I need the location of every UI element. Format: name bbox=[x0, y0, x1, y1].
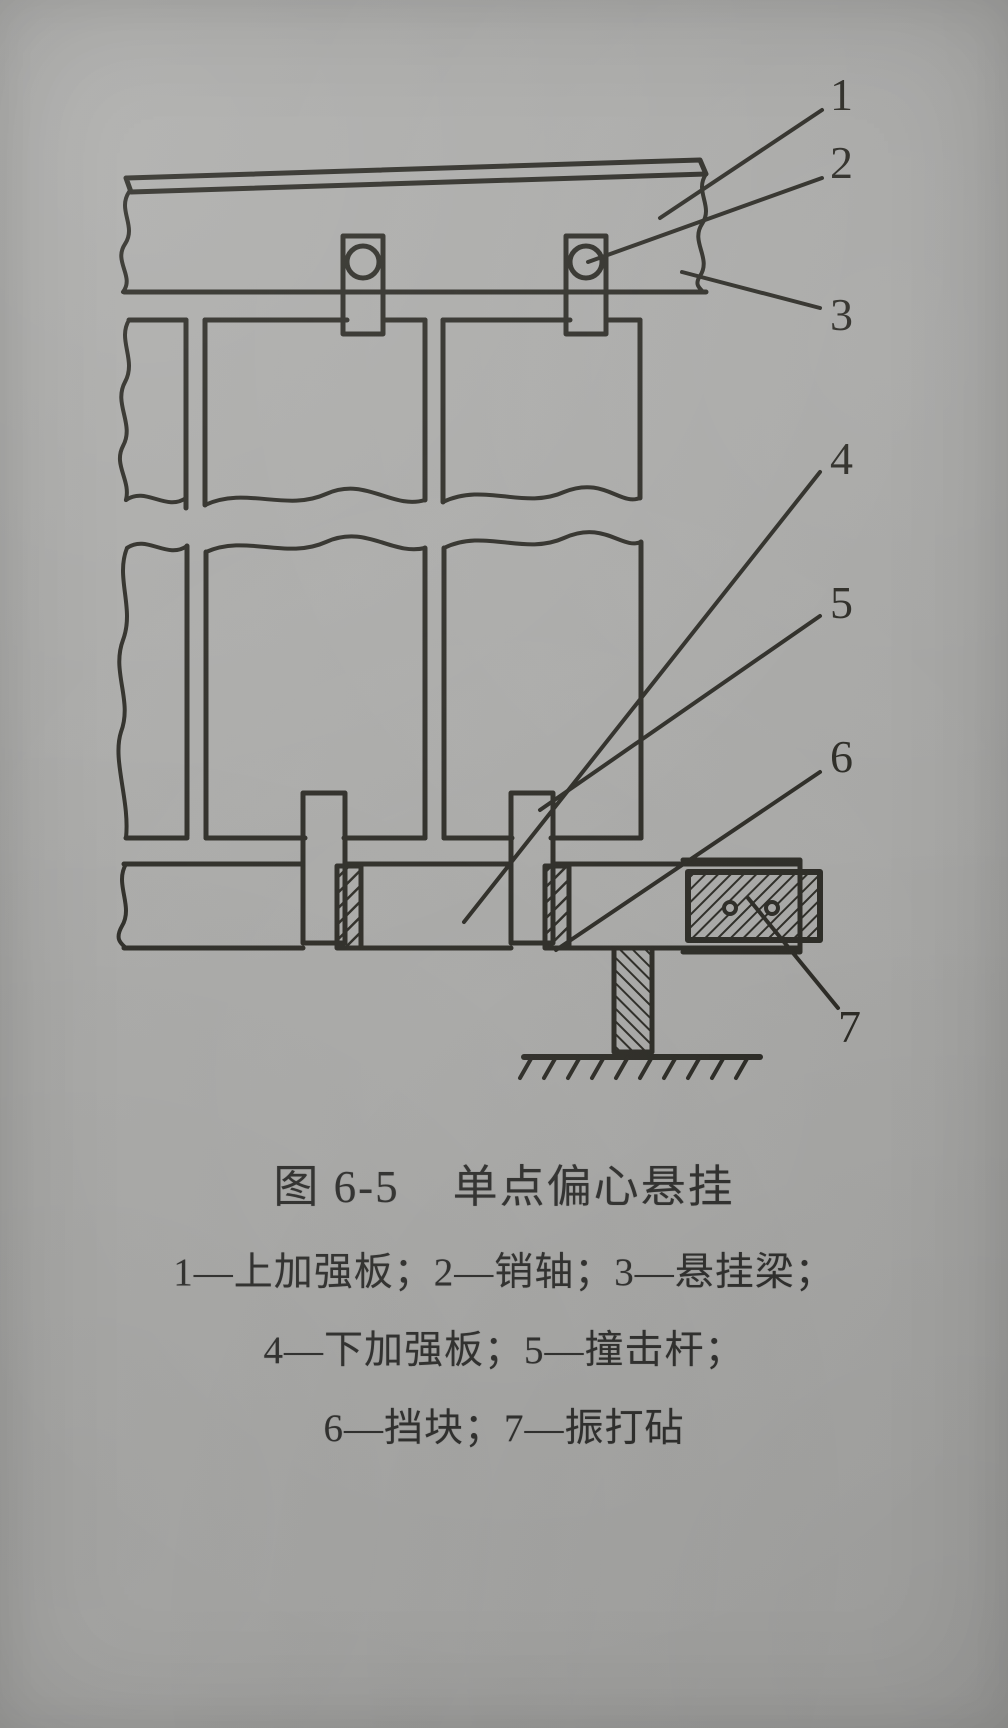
legend-line-2: 4—下加强板；5—撞击杆； bbox=[263, 1329, 745, 1372]
legend-line-1: 1—上加强板；2—销轴；3—悬挂梁； bbox=[173, 1251, 835, 1294]
legend-line-3: 6—挡块；7—振打砧 bbox=[323, 1407, 685, 1450]
leader-line-1 bbox=[658, 108, 824, 220]
callout-number-2: 2 bbox=[830, 137, 853, 188]
support-column bbox=[611, 945, 655, 1055]
callout-number-6: 6 bbox=[830, 731, 853, 782]
ground-line bbox=[518, 1054, 763, 1080]
leader-line-6 bbox=[554, 770, 822, 952]
leader-line-2 bbox=[586, 176, 824, 264]
lower-stiffener-plate-right bbox=[542, 863, 572, 951]
callout-number-4: 4 bbox=[830, 433, 853, 484]
leader-line-7 bbox=[746, 896, 840, 1010]
callout-number-3: 3 bbox=[830, 289, 853, 340]
rapping-anvil bbox=[685, 869, 823, 943]
upper-stiffener-plate bbox=[123, 157, 709, 195]
electrode-panel-lower-mid bbox=[203, 534, 428, 841]
electrode-panel-upper-right bbox=[440, 317, 643, 505]
callout-number-1: 1 bbox=[830, 69, 853, 120]
electrode-panel-upper-mid bbox=[202, 317, 428, 508]
pin-shaft-right-assembly bbox=[563, 233, 609, 337]
figure-caption-block: 图 6-5 单点偏心悬挂 1—上加强板；2—销轴；3—悬挂梁； 4—下加强板；5… bbox=[0, 1150, 1008, 1453]
leader-line-5 bbox=[538, 614, 822, 812]
electrode-panel-upper-left bbox=[117, 317, 189, 511]
lower-stiffener-plate-left bbox=[334, 863, 364, 951]
callout-number-7: 7 bbox=[838, 1001, 861, 1052]
leader-line-4 bbox=[462, 470, 822, 924]
figure-svg-canvas: 1 2 3 4 5 6 7 bbox=[116, 69, 861, 1080]
callout-number-5: 5 bbox=[830, 577, 853, 628]
lower-rapping-beam bbox=[116, 861, 803, 951]
suspension-beam bbox=[119, 172, 709, 295]
pin-shaft-left-assembly bbox=[340, 233, 386, 337]
electrode-panel-lower-right bbox=[441, 530, 644, 841]
electrode-panel-lower-left bbox=[116, 541, 190, 841]
leader-line-3 bbox=[680, 270, 822, 310]
figure-title: 图 6-5 单点偏心悬挂 bbox=[273, 1162, 735, 1212]
technical-drawing: 1 2 3 4 5 6 7 bbox=[116, 69, 861, 1080]
